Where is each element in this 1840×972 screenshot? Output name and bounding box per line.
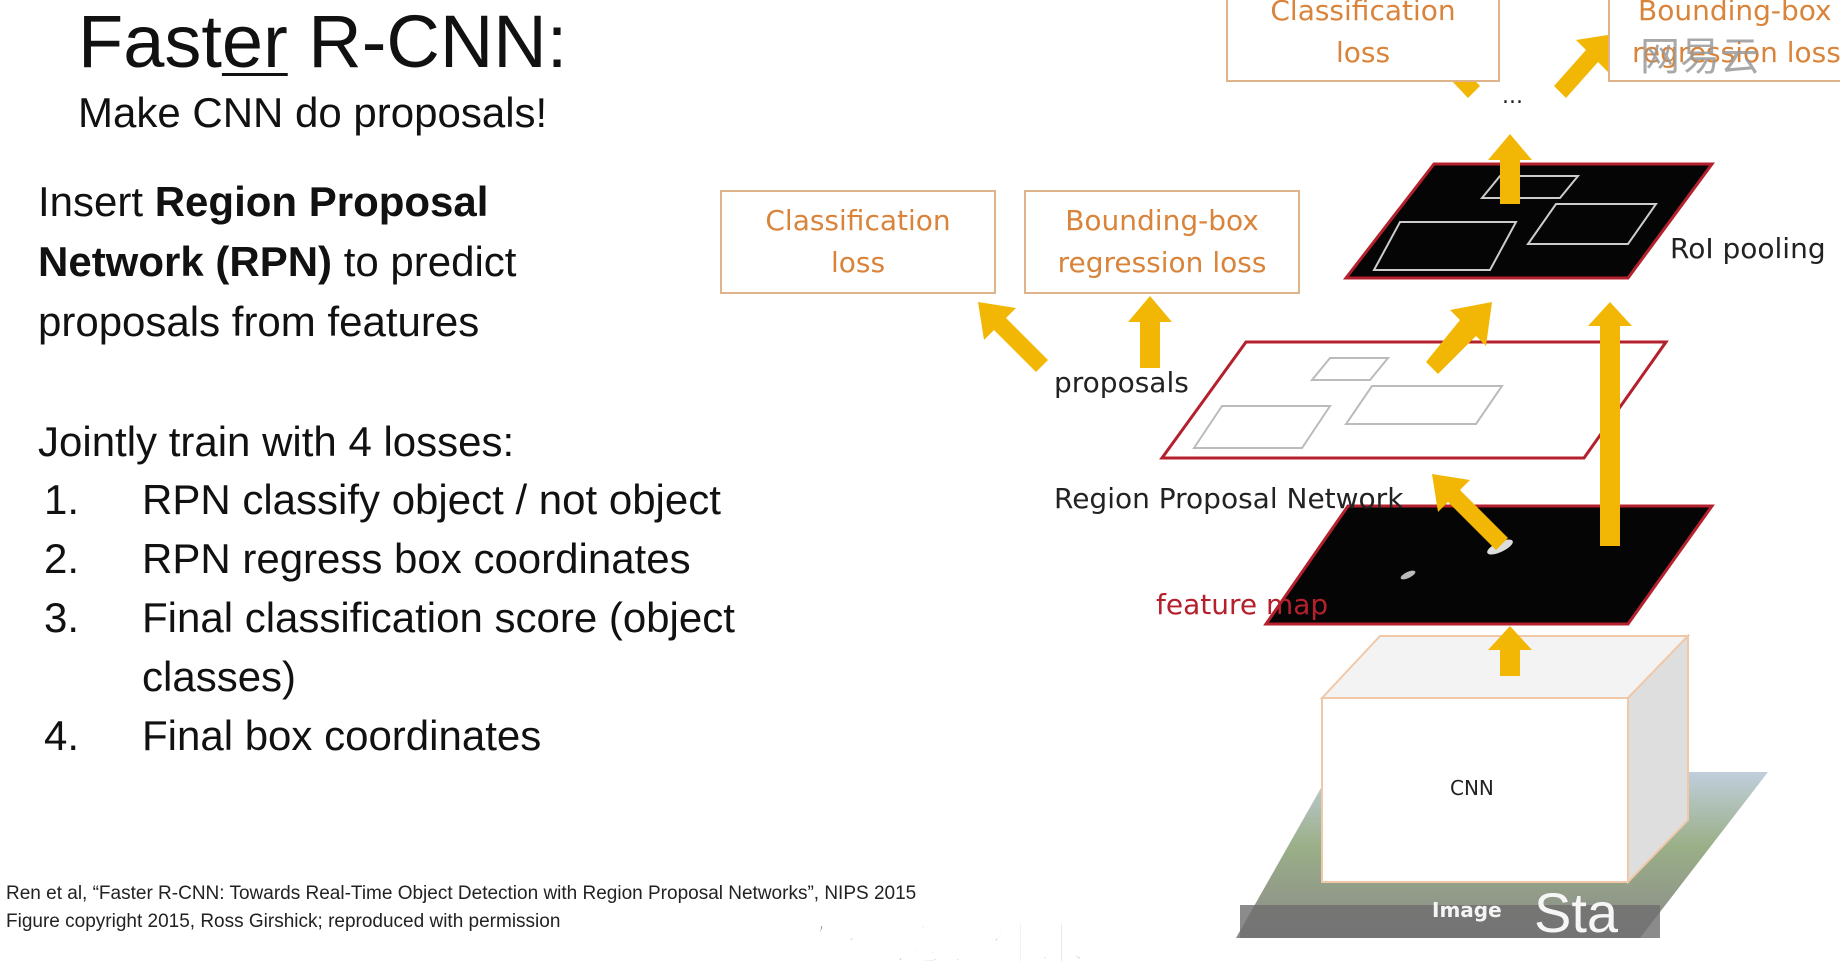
arrow-to-rpn-bbox-loss <box>1128 296 1172 368</box>
cnn-box-front <box>1321 697 1629 883</box>
rpn-label: Region Proposal Network <box>1054 482 1404 515</box>
faster-rcnn-diagram <box>978 34 1768 938</box>
slide-subtitle: Make CNN do proposals! <box>78 89 548 136</box>
proposals-plane <box>1159 340 1669 460</box>
citation-copyright: Figure copyright 2015, Ross Girshick; re… <box>6 911 561 932</box>
proposal-box <box>1192 405 1332 449</box>
feature-activation <box>1400 570 1416 580</box>
roi-box <box>1479 175 1581 199</box>
roi-pooling-label: RoI pooling <box>1670 232 1826 265</box>
ellipsis: ... <box>1502 84 1523 109</box>
video-subtitle: 而你这恶什未 <box>799 919 1088 970</box>
roi-pooling-plane <box>1342 162 1715 280</box>
image-label: Image <box>1432 898 1502 922</box>
proposal-box <box>1309 357 1391 381</box>
video-watermark: 网易云 <box>1640 35 1760 79</box>
cnn-label: CNN <box>1450 776 1494 800</box>
arrow-feature-to-rpn <box>1432 474 1508 550</box>
arrow-cnn-to-feature <box>1488 626 1532 676</box>
citation-paper: Ren et al, “Faster R-CNN: Towards Real-T… <box>6 883 917 904</box>
arrow-feature-to-roi <box>1588 302 1632 546</box>
losses-heading: Jointly train with 4 losses: <box>38 418 515 465</box>
roi-box <box>1526 203 1658 245</box>
arrow-roi-up <box>1488 134 1532 204</box>
image-road <box>1240 905 1660 938</box>
roi-box <box>1372 221 1518 271</box>
arrow-to-final-bbox-loss <box>1554 34 1614 98</box>
slide-title: Faster R-CNN: <box>78 0 568 83</box>
losses-list: 1.RPN classify object / not object 2.RPN… <box>44 476 735 759</box>
stanford-watermark: Sta <box>1534 881 1619 944</box>
proposal-box <box>1344 385 1504 425</box>
arrow-to-rpn-cls-loss <box>978 302 1048 372</box>
feature-activation <box>1487 539 1513 555</box>
proposals-label: proposals <box>1054 366 1189 399</box>
rpn-description: Insert Region Proposal Network (RPN) to … <box>38 178 517 345</box>
feature-map-label: feature map <box>1156 588 1329 621</box>
arrow-proposals-to-roi <box>1426 302 1492 374</box>
